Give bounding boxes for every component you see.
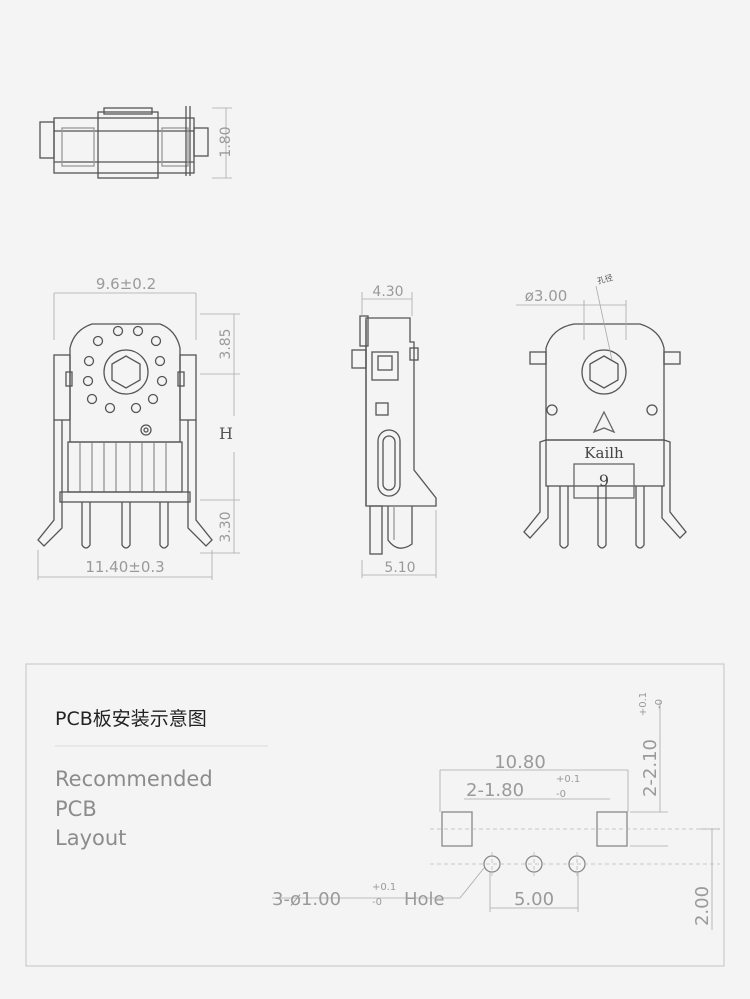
pcb-hole-dim: 3-ø1.00 (272, 889, 341, 910)
pcb-subtitle-line-3: Layout (55, 826, 127, 850)
pcb-pad-spacing-tol-plus: +0.1 (556, 774, 580, 785)
pcb-pad-height-dim: 2-2.10 (640, 739, 661, 797)
pcb-pad-spacing-dim: 2-1.80 (466, 780, 524, 801)
front-view (37, 292, 240, 580)
pcb-subtitle-line-2: PCB (55, 797, 97, 821)
front-height-top-dim: 3.85 (218, 328, 234, 359)
top-height-dim: 1.80 (218, 126, 234, 157)
pcb-pad-spacing-tol-minus: -0 (556, 789, 566, 800)
front-mount-holes (82, 325, 168, 414)
pcb-pin-pitch-dim: 5.00 (514, 889, 554, 910)
pcb-row-offset-dim: 2.00 (692, 886, 713, 926)
side-base-dim: 5.10 (384, 560, 415, 576)
back-shaft-note: 孔径 (596, 272, 614, 286)
front-width-dim: 9.6±0.2 (96, 275, 156, 293)
pcb-total-width-dim: 10.80 (494, 752, 546, 773)
side-width-dim: 4.30 (372, 284, 403, 300)
pcb-layout-panel (25, 663, 725, 967)
front-height-bottom-dim: 3.30 (218, 511, 234, 542)
back-size-mark: 9 (599, 471, 609, 490)
pcb-pad-height-tol-plus: +0.1 (638, 692, 649, 716)
back-view (516, 285, 687, 549)
front-base-width-dim: 11.40±0.3 (85, 558, 164, 576)
pcb-hole-suffix: Hole (404, 889, 445, 910)
pcb-pad-height-tol-minus: -0 (654, 699, 665, 709)
pcb-hole-tol-plus: +0.1 (372, 882, 396, 893)
back-shaft-dim: ø3.00 (525, 287, 568, 305)
back-brand-logo: Kailh (584, 444, 624, 462)
pcb-panel-title: PCB板安装示意图 (55, 708, 207, 730)
top-view (39, 106, 232, 179)
pcb-subtitle-line-1: Recommended (55, 767, 213, 791)
pcb-hole-tol-minus: -0 (372, 897, 382, 908)
front-height-label: H (219, 424, 233, 443)
side-view (351, 292, 437, 578)
